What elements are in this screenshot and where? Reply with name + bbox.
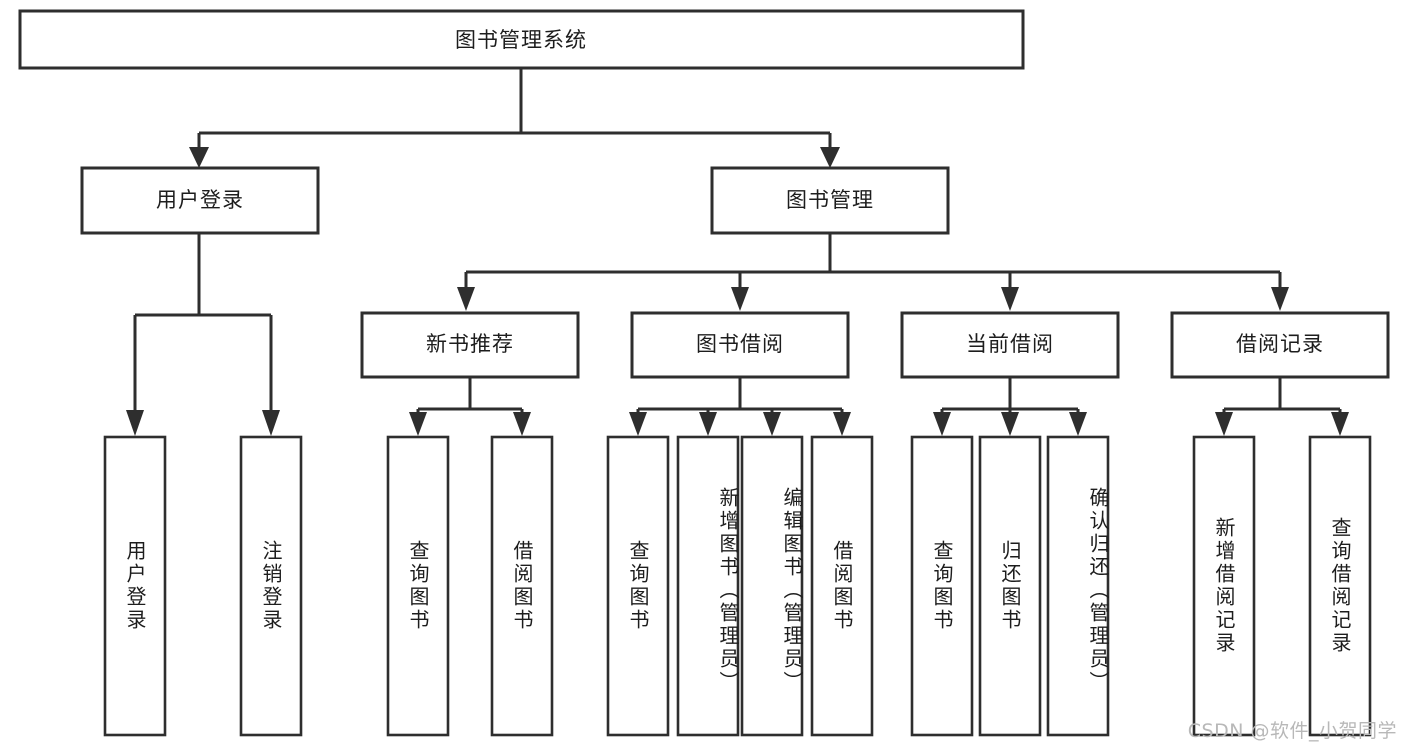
node-leaf-query-book-b-box[interactable] — [606, 435, 670, 737]
node-root[interactable]: 图书管理系统 — [18, 9, 1025, 70]
node-book-mgmt-box[interactable] — [710, 166, 950, 235]
node-leaf-query-record-box[interactable] — [1308, 435, 1372, 737]
node-book-borrow[interactable]: 图书借阅 — [630, 311, 850, 379]
node-leaf-query-book-c-box[interactable] — [910, 435, 974, 737]
node-user-login-box[interactable] — [80, 166, 320, 235]
node-book-mgmt[interactable]: 图书管理 — [710, 166, 950, 235]
edge-group-root — [189, 68, 840, 168]
edge-group-borrow-record — [1215, 377, 1349, 436]
node-book-mgmt-label: 图书管理 — [786, 188, 874, 212]
node-book-borrow-label: 图书借阅 — [696, 332, 784, 356]
node-new-book-rec-label: 新书推荐 — [426, 332, 514, 356]
node-book-borrow-box[interactable] — [630, 311, 850, 379]
node-leaf-return-book-box[interactable] — [978, 435, 1042, 737]
node-leaf-user-login-box[interactable] — [103, 435, 167, 737]
edge-group-user-login — [126, 233, 280, 436]
node-current-borrow-label: 当前借阅 — [966, 332, 1054, 356]
node-root-box[interactable] — [18, 9, 1025, 70]
arrowhead-leaf-confirm-return — [1069, 412, 1087, 436]
arrowhead-leaf-edit-book — [763, 412, 781, 436]
arrowhead-leaf-query-book-a — [409, 412, 427, 436]
node-leaf-add-book-box[interactable] — [676, 435, 740, 737]
arrowhead-leaf-return-book — [1001, 412, 1019, 436]
node-leaf-edit-book-box[interactable] — [740, 435, 804, 737]
node-leaf-borrow-book-a-box[interactable] — [490, 435, 554, 737]
node-root-label: 图书管理系统 — [455, 28, 587, 52]
arrowhead-leaf-borrow-book-b — [833, 412, 851, 436]
node-user-login[interactable]: 用户登录 — [80, 166, 320, 235]
node-borrow-record-box[interactable] — [1170, 311, 1390, 379]
arrowhead-leaf-logout — [262, 410, 280, 436]
arrowhead-leaf-add-record — [1215, 412, 1233, 436]
node-leaf-confirm-return-box[interactable] — [1046, 435, 1110, 737]
leaf-box-group — [103, 435, 1372, 737]
node-leaf-logout-box[interactable] — [239, 435, 303, 737]
edge-group-book-borrow — [629, 377, 851, 436]
node-user-login-label: 用户登录 — [156, 188, 244, 212]
arrowhead-book-borrow — [731, 287, 749, 311]
arrowhead-leaf-add-book — [699, 412, 717, 436]
node-leaf-add-record-box[interactable] — [1192, 435, 1256, 737]
node-borrow-record[interactable]: 借阅记录 — [1170, 311, 1390, 379]
node-new-book-rec[interactable]: 新书推荐 — [360, 311, 580, 379]
arrowhead-book-mgmt — [820, 147, 840, 168]
arrowhead-leaf-user-login — [126, 410, 144, 436]
arrowhead-leaf-query-record — [1331, 412, 1349, 436]
arrowhead-borrow-record — [1271, 287, 1289, 311]
node-leaf-query-book-a-box[interactable] — [386, 435, 450, 737]
node-borrow-record-label: 借阅记录 — [1236, 332, 1324, 356]
edge-group-new-book-rec — [409, 377, 531, 436]
arrowhead-leaf-borrow-book-a — [513, 412, 531, 436]
node-leaf-borrow-book-b-box[interactable] — [810, 435, 874, 737]
arrowhead-leaf-query-book-c — [933, 412, 951, 436]
edge-group-current-borrow — [933, 377, 1087, 436]
arrowhead-user-login — [189, 147, 209, 168]
node-current-borrow-box[interactable] — [900, 311, 1120, 379]
node-new-book-rec-box[interactable] — [360, 311, 580, 379]
arrowhead-new-book-rec — [457, 287, 475, 311]
edge-group-book-mgmt — [457, 233, 1289, 311]
arrowhead-leaf-query-book-b — [629, 412, 647, 436]
node-current-borrow[interactable]: 当前借阅 — [900, 311, 1120, 379]
arrowhead-current-borrow — [1001, 287, 1019, 311]
